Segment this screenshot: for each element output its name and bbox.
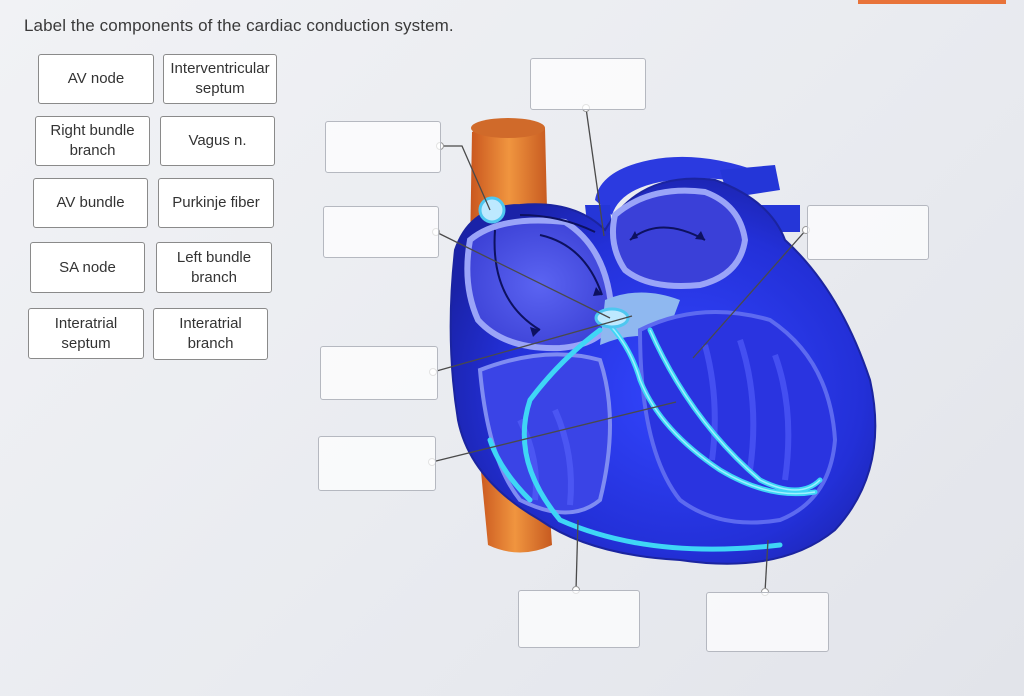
label-chip-sa-node[interactable]: SA node xyxy=(30,242,145,293)
label-chip-left-bundle-branch[interactable]: Left bundle branch xyxy=(156,242,272,293)
drop-target-8[interactable] xyxy=(706,592,829,652)
leader-lines xyxy=(431,107,807,593)
chip-text: AV node xyxy=(67,70,125,87)
drop-target-7[interactable] xyxy=(518,590,640,648)
top-accent-bar xyxy=(858,0,1006,4)
chip-text: Vagus n. xyxy=(188,132,247,149)
drop-target-1[interactable] xyxy=(530,58,646,110)
label-chip-interatrial-septum[interactable]: Interatrial septum xyxy=(28,308,144,359)
heart-body xyxy=(449,177,877,565)
label-chip-av-node[interactable]: AV node xyxy=(38,54,154,104)
chip-text: branch xyxy=(187,335,234,352)
drop-target-2[interactable] xyxy=(325,121,441,173)
label-chip-purkinje-fiber[interactable]: Purkinje fiber xyxy=(158,178,274,228)
label-chip-av-bundle[interactable]: AV bundle xyxy=(33,178,148,228)
chip-text: branch xyxy=(191,268,237,286)
drop-target-5[interactable] xyxy=(320,346,438,400)
label-chip-interventricular-septum[interactable]: Interventricular septum xyxy=(163,54,277,104)
chip-text: branch xyxy=(69,142,116,159)
chip-text: Interatrial xyxy=(179,315,242,332)
label-chip-vagus-n[interactable]: Vagus n. xyxy=(160,116,275,166)
chip-text: AV bundle xyxy=(56,194,125,211)
drop-target-6[interactable] xyxy=(318,436,436,491)
label-chip-interatrial-branch[interactable]: Interatrial branch xyxy=(153,308,268,360)
chip-text: Interventricular xyxy=(170,60,270,77)
chip-text: Purkinje fiber xyxy=(172,194,260,211)
chip-text: septum xyxy=(61,334,111,352)
drop-target-4[interactable] xyxy=(807,205,929,260)
drop-target-3[interactable] xyxy=(323,206,439,258)
label-chip-right-bundle-branch[interactable]: Right bundle branch xyxy=(35,116,150,166)
chip-text: Interatrial xyxy=(54,314,118,332)
chip-text: SA node xyxy=(59,258,116,276)
question-prompt: Label the components of the cardiac cond… xyxy=(24,16,454,35)
chip-text: septum xyxy=(195,80,245,97)
chip-text: Right bundle xyxy=(50,122,135,139)
av-node-marker xyxy=(594,307,630,329)
chip-text: Left bundle xyxy=(176,248,252,266)
sa-node-marker xyxy=(478,196,506,224)
